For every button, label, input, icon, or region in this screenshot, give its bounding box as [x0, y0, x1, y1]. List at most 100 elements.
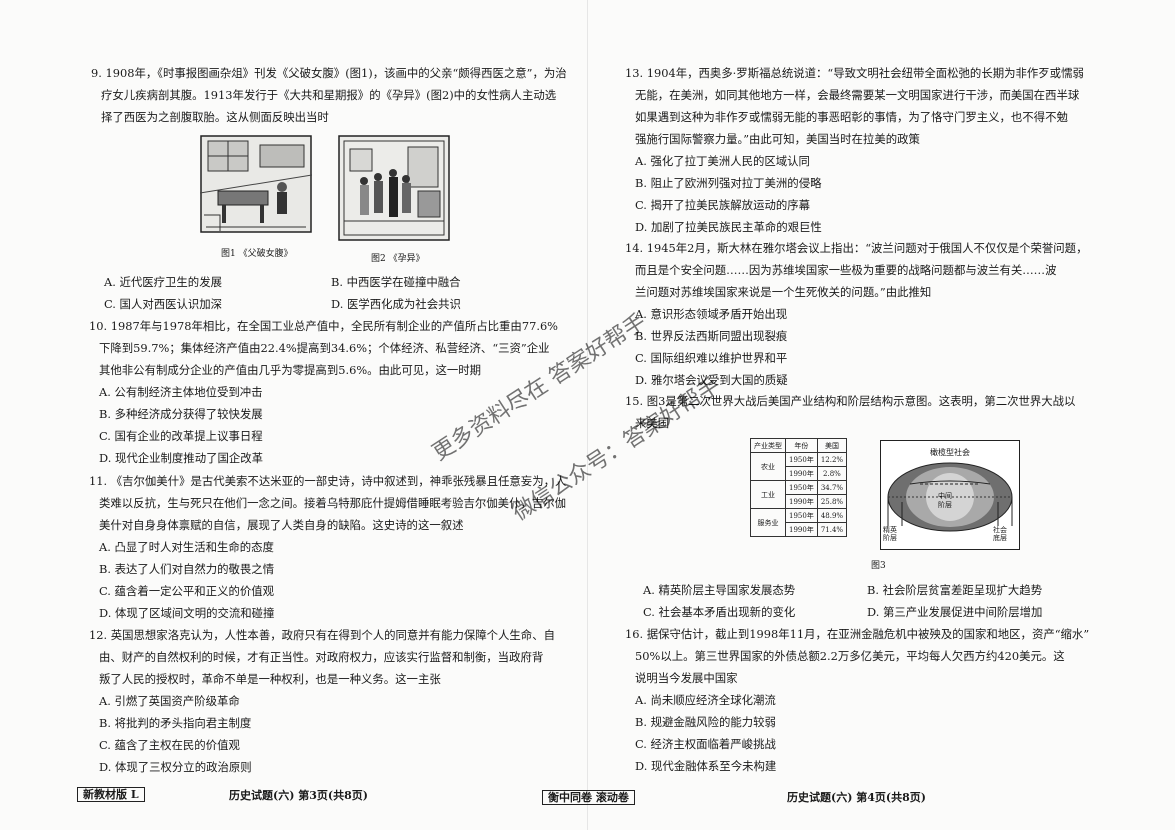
industry-structure-table: 产业类型 年份 美国 农业 1950年 12.2% 1990年 2.8% 工业 …: [750, 438, 848, 537]
question-16: 16. 据保守估计，截止到1998年11月，在亚洲金融危机中被殃及的国家和地区，…: [625, 623, 1089, 777]
figure-2-illustration: [338, 135, 450, 241]
q10-line: 其他非公有制成分企业的产值由几乎为零提高到5.6%。由此可见，这一时期: [99, 363, 482, 377]
question-15: 15. 图3是第二次世界大战后美国产业结构和阶层结构示意图。这表明，第二次世界大…: [625, 390, 1075, 434]
option-a: A. 凸显了时人对生活和生命的态度: [99, 540, 274, 554]
series-badge: 衡中同卷 滚动卷: [542, 790, 635, 805]
figure-3-caption: 图3: [871, 561, 886, 571]
option-a: A. 意识形态领域矛盾开始出现: [635, 307, 788, 321]
option-a: A. 公有制经济主体地位受到冲击: [99, 385, 263, 399]
footer-page-number: 历史试题(六) 第4页(共8页): [787, 791, 926, 804]
table-cell: 1950年: [785, 480, 818, 495]
option-a: A. 近代医疗卫生的发展: [104, 275, 222, 289]
option-c: C. 国人对西医认识加深: [104, 297, 223, 311]
middle-label-line: 阶层: [938, 501, 952, 509]
diagram-left-label: 精英 阶层: [883, 526, 897, 542]
option-c: C. 经济主权面临着严峻挑战: [635, 737, 776, 751]
page-divider: [587, 0, 588, 830]
figure-2-caption: 图2 《孕异》: [371, 254, 425, 264]
q12-line: 12. 英国思想家洛克认为，人性本善，政府只有在得到个人的同意并有能力保障个人生…: [89, 628, 555, 642]
middle-label-line: 中间: [938, 492, 952, 500]
q13-line: 如果遇到这种为非作歹或懦弱无能的事恶昭彰的事情，为了恪守门罗主义，也不得不勉: [635, 110, 1068, 124]
option-a: A. 强化了拉丁美洲人民的区域认同: [635, 154, 810, 168]
question-9-options: A. 近代医疗卫生的发展 B. 中西医学在碰撞中融合 C. 国人对西医认识加深 …: [104, 271, 461, 315]
left-label-line: 阶层: [883, 534, 897, 542]
option-a: A. 尚未顺应经济全球化潮流: [635, 693, 776, 707]
table-cell: 1950年: [785, 508, 818, 523]
option-d: D. 体现了区域间文明的交流和碰撞: [99, 606, 275, 620]
option-c: C. 国际组织难以维护世界和平: [635, 351, 788, 365]
q9-line: 9. 1908年，《时事报图画杂俎》刊发《父破女腹》(图1)，该画中的父亲“颇得…: [91, 66, 567, 80]
option-b: B. 规避金融风险的能力较弱: [635, 715, 776, 729]
left-label-line: 精英: [883, 526, 897, 534]
option-c: C. 国有企业的改革提上议事日程: [99, 429, 263, 443]
left-page: 9. 1908年，《时事报图画杂俎》刊发《父破女腹》(图1)，该画中的父亲“颇得…: [0, 0, 587, 830]
question-10: 10. 1987年与1978年相比，在全国工业总产值中，全民所有制企业的产值所占…: [89, 315, 558, 469]
diagram-right-label: 社会 底层: [993, 526, 1007, 542]
table-cell: 1990年: [785, 466, 818, 481]
option-d: D. 体现了三权分立的政治原则: [99, 760, 252, 774]
option-b: B. 将批判的矛头指向君主制度: [99, 716, 252, 730]
option-c: C. 蕴含着一定公平和正义的价值观: [99, 584, 275, 598]
edition-badge: 新教材版 L: [77, 787, 145, 802]
q9-line: 择了西医为之剖腹取胎。这从侧面反映出当时: [101, 110, 329, 124]
footer-page-number: 历史试题(六) 第3页(共8页): [229, 789, 368, 802]
footer-edition-badge: 新教材版 L: [77, 786, 145, 802]
option-b: B. 社会阶层贫富差距呈现扩大趋势: [867, 583, 1043, 597]
table-cell: 1990年: [785, 522, 818, 537]
table-cell: 34.7%: [816, 480, 848, 495]
q11-line: 11. 《吉尔伽美什》是古代美索不达米亚的一部史诗，诗中叙述到，神乖张残暴且任意…: [89, 474, 567, 488]
table-header: 美国: [816, 438, 848, 453]
q15-line: 15. 图3是第二次世界大战后美国产业结构和阶层结构示意图。这表明，第二次世界大…: [625, 394, 1076, 408]
q13-line: 强施行国际警察力量。”由此可知，美国当时在拉美的政策: [635, 132, 920, 146]
table-cell: 48.9%: [816, 508, 848, 523]
q11-line: 类难以反抗，生与死只在他们一念之间。接着乌特那庇什提姆借睡眠考验吉尔伽美什，吉尔…: [99, 496, 567, 510]
option-a: A. 引燃了英国资产阶级革命: [99, 694, 240, 708]
q16-line: 50%以上。第三世界国家的外债总额2.2万多亿美元，平均每人欠西方约420美元。…: [635, 649, 1065, 663]
question-13: 13. 1904年，西奥多·罗斯福总统说道：“导致文明社会纽带全面松弛的长期为非…: [625, 62, 1084, 238]
diagram-title: 橄榄型社会: [930, 448, 970, 457]
table-cell: 12.2%: [816, 452, 848, 467]
question-9: 9. 1908年，《时事报图画杂俎》刊发《父破女腹》(图1)，该画中的父亲“颇得…: [91, 62, 567, 128]
option-b: B. 中西医学在碰撞中融合: [331, 275, 461, 289]
option-b: B. 表达了人们对自然力的敬畏之情: [99, 562, 275, 576]
right-page: 13. 1904年，西奥多·罗斯福总统说道：“导致文明社会纽带全面松弛的长期为非…: [542, 0, 1175, 830]
option-d: D. 现代金融体系至今未构建: [635, 759, 777, 773]
q16-line: 16. 据保守估计，截止到1998年11月，在亚洲金融危机中被殃及的国家和地区，…: [625, 627, 1090, 641]
q12-line: 叛了人民的授权时，革命不单是一种权利，也是一种义务。这一主张: [99, 672, 441, 686]
table-cell: 1990年: [785, 494, 818, 509]
table-cell: 1950年: [785, 452, 818, 467]
q14-line: 14. 1945年2月，斯大林在雅尔塔会议上指出：“波兰问题对于俄国人不仅仅是个…: [625, 241, 1088, 255]
question-15-options: A. 精英阶层主导国家发展态势 B. 社会阶层贫富差距呈现扩大趋势 C. 社会基…: [643, 579, 1042, 623]
table-cell: 2.8%: [816, 466, 848, 481]
q11-line: 美什对自身身体禀赋的自信，展现了人类自身的缺陷。这史诗的这一叙述: [99, 518, 464, 532]
option-d: D. 第三产业发展促进中间阶层增加: [867, 605, 1043, 619]
table-cell: 71.4%: [816, 522, 848, 537]
q16-line: 说明当今发展中国家: [635, 671, 738, 685]
option-a: A. 精英阶层主导国家发展态势: [643, 583, 796, 597]
question-11: 11. 《吉尔伽美什》是古代美索不达米亚的一部史诗，诗中叙述到，神乖张残暴且任意…: [89, 470, 566, 624]
olive-society-diagram: 橄榄型社会 中间 阶层 精英 阶层 社会 底层: [880, 440, 1020, 550]
option-c: C. 社会基本矛盾出现新的变化: [643, 605, 796, 619]
q13-line: 无能，在美洲，如同其他地方一样，会最终需要某一文明国家进行干涉，而美国在西半球: [635, 88, 1080, 102]
q14-line: 兰问题对苏维埃国家来说是一个生死攸关的问题。”由此推知: [635, 285, 932, 299]
question-12: 12. 英国思想家洛克认为，人性本善，政府只有在得到个人的同意并有能力保障个人生…: [89, 624, 555, 778]
table-header: 产业类型: [750, 438, 786, 453]
option-d: D. 医学西化成为社会共识: [331, 297, 461, 311]
q15-line: 来美国: [635, 416, 670, 430]
table-cell: 服务业: [750, 508, 786, 537]
q10-line: 10. 1987年与1978年相比，在全国工业总产值中，全民所有制企业的产值所占…: [89, 319, 559, 333]
option-b: B. 阻止了欧洲列强对拉丁美洲的侵略: [635, 176, 822, 190]
table-cell: 工业: [750, 480, 786, 509]
q9-line: 疗女儿疾病剖其腹。1913年发行于《大共和星期报》的《孕异》(图2)中的女性病人…: [101, 88, 557, 102]
option-c: C. 蕴含了主权在民的价值观: [99, 738, 240, 752]
table-cell: 25.8%: [816, 494, 848, 509]
table-header: 年份: [785, 438, 818, 453]
option-d: D. 加剧了拉美民族民主革命的艰巨性: [635, 220, 822, 234]
q10-line: 下降到59.7%；集体经济产值由22.4%提高到34.6%；个体经济、私营经济、…: [99, 341, 550, 355]
figure-1-caption: 图1 《父破女腹》: [221, 249, 293, 259]
question-14: 14. 1945年2月，斯大林在雅尔塔会议上指出：“波兰问题对于俄国人不仅仅是个…: [625, 237, 1087, 391]
figure-1-illustration: [199, 135, 313, 233]
diagram-middle-label: 中间 阶层: [938, 492, 952, 510]
option-d: D. 雅尔塔会议受到大国的质疑: [635, 373, 788, 387]
right-label-line: 社会: [993, 526, 1007, 534]
